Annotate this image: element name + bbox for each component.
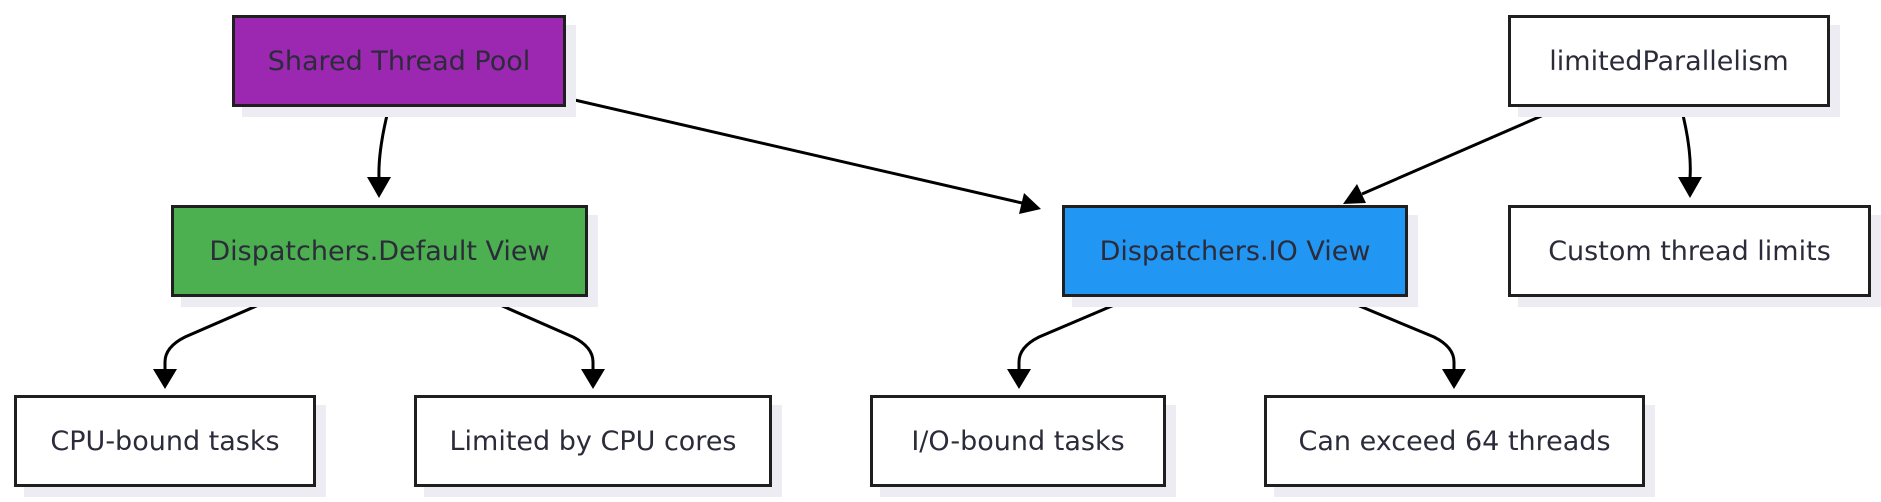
edge-shared-to-io	[565, 96, 1023, 205]
node-label: Dispatchers.Default View	[209, 235, 550, 267]
arrowhead	[1678, 177, 1702, 198]
edge-default-to-cores	[481, 295, 595, 370]
arrowhead	[367, 177, 391, 198]
edge-io-to-iotasks	[1017, 295, 1134, 370]
edge-limited-to-io	[1361, 105, 1563, 196]
node-cpu-bound-tasks: CPU-bound tasks	[14, 395, 316, 487]
node-label: limitedParallelism	[1549, 45, 1789, 77]
node-limited-parallelism: limitedParallelism	[1508, 15, 1830, 107]
node-label: CPU-bound tasks	[50, 425, 280, 457]
edge-default-to-cpu	[163, 295, 278, 370]
arrowhead	[1442, 369, 1466, 389]
node-custom-thread-limits: Custom thread limits	[1508, 205, 1871, 297]
arrowhead	[153, 369, 177, 389]
node-label: Can exceed 64 threads	[1298, 425, 1611, 457]
arrowhead	[581, 369, 605, 389]
node-label: Shared Thread Pool	[267, 45, 531, 77]
arrowhead	[1019, 193, 1041, 214]
arrowhead	[1343, 184, 1366, 204]
edge-shared-to-default	[377, 106, 391, 179]
node-dispatchers-default-view: Dispatchers.Default View	[171, 205, 588, 297]
node-label: Custom thread limits	[1548, 235, 1831, 267]
node-shared-thread-pool: Shared Thread Pool	[232, 15, 566, 107]
edge-limited-to-custom	[1679, 106, 1692, 179]
node-can-exceed-64-threads: Can exceed 64 threads	[1264, 395, 1645, 487]
node-io-bound-tasks: I/O-bound tasks	[870, 395, 1166, 487]
edge-io-to-exceed	[1337, 295, 1456, 370]
node-limited-by-cpu-cores: Limited by CPU cores	[414, 395, 772, 487]
node-label: I/O-bound tasks	[911, 425, 1125, 457]
node-dispatchers-io-view: Dispatchers.IO View	[1062, 205, 1408, 297]
node-label: Limited by CPU cores	[449, 425, 737, 457]
node-label: Dispatchers.IO View	[1099, 235, 1371, 267]
arrowhead	[1007, 369, 1031, 389]
